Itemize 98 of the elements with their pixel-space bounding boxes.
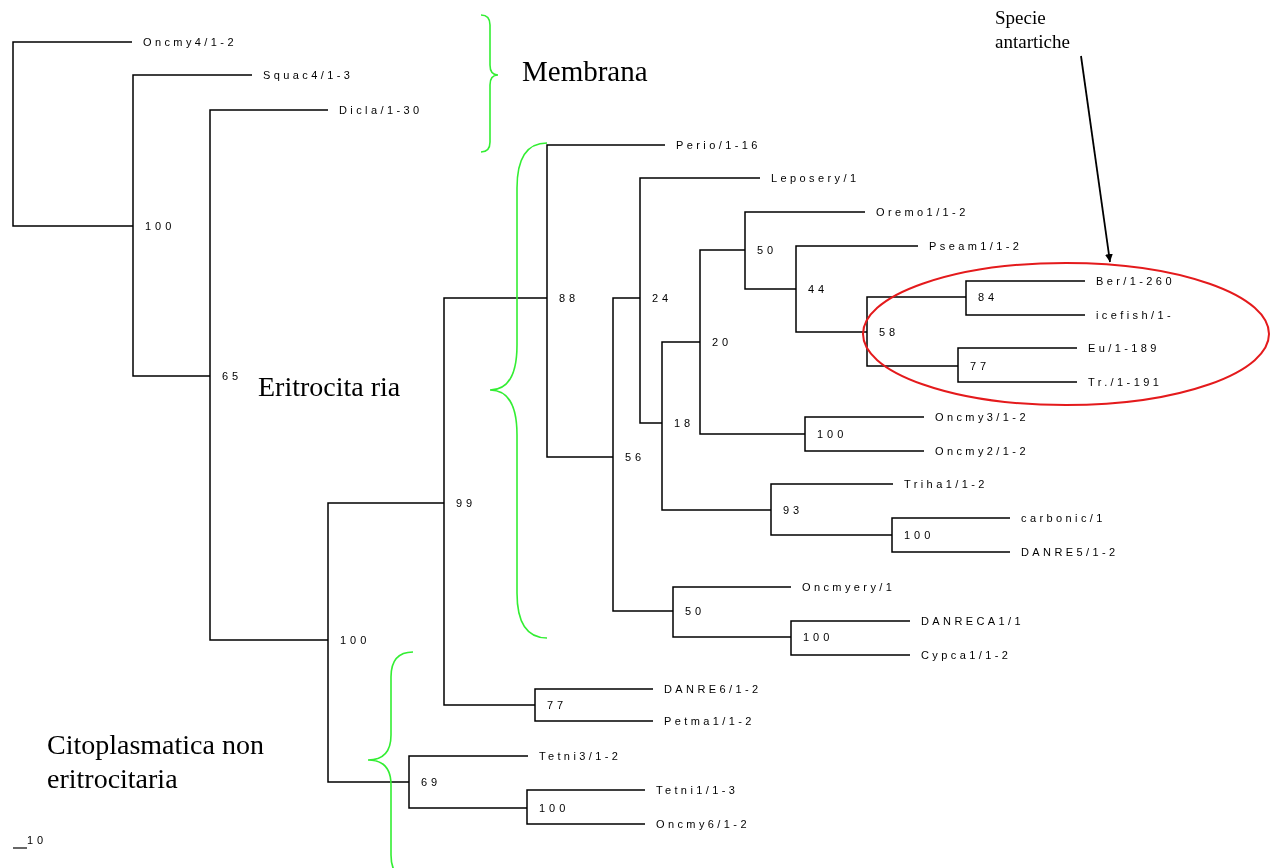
bootstrap-value: 58 bbox=[867, 324, 900, 340]
tree-branch bbox=[132, 225, 211, 377]
taxon-label: Tr./1-191 bbox=[1077, 374, 1163, 390]
taxon-label: Oncmy4/1-2 bbox=[132, 34, 237, 50]
bootstrap-value: 84 bbox=[966, 289, 999, 305]
bootstrap-value: 100 bbox=[133, 218, 176, 234]
taxon-label: DANRE6/1-2 bbox=[653, 681, 762, 697]
bootstrap-value: 69 bbox=[409, 774, 442, 790]
group-label: Citoplasmatica non eritrocitaria bbox=[47, 728, 265, 796]
tree-branch bbox=[661, 341, 701, 424]
tree-branch bbox=[639, 177, 761, 299]
taxon-label: DANRE5/1-2 bbox=[1010, 544, 1119, 560]
highlight-ellipse bbox=[862, 262, 1270, 406]
group-label: Eritrocita ria bbox=[258, 370, 401, 404]
bootstrap-value: 77 bbox=[958, 358, 991, 374]
tree-branch bbox=[661, 422, 772, 511]
bootstrap-value: 65 bbox=[210, 368, 243, 384]
tree-branch bbox=[965, 296, 1086, 316]
tree-branch bbox=[770, 483, 894, 511]
tree-branch bbox=[804, 433, 925, 452]
taxon-label: Oncmy6/1-2 bbox=[645, 816, 750, 832]
taxon-label: Eu/1-189 bbox=[1077, 340, 1160, 356]
bootstrap-value: 77 bbox=[535, 697, 568, 713]
bootstrap-value: 99 bbox=[444, 495, 477, 511]
taxon-label: DANRECA1/1 bbox=[910, 613, 1025, 629]
bootstrap-value: 24 bbox=[640, 290, 673, 306]
tree-branch bbox=[699, 341, 806, 435]
taxon-label: Squac4/1-3 bbox=[252, 67, 354, 83]
tree-branch bbox=[744, 211, 866, 251]
bootstrap-value: 56 bbox=[613, 449, 646, 465]
callout-text: Specie antartiche bbox=[995, 6, 1087, 56]
tree-branch bbox=[534, 688, 654, 706]
tree-branch bbox=[209, 109, 329, 377]
tree-branch bbox=[790, 636, 911, 656]
taxon-label: Oncmyery/1 bbox=[791, 579, 896, 595]
taxon-label: Tetni3/1-2 bbox=[528, 748, 622, 764]
arrow bbox=[1080, 55, 1113, 263]
tree-branch bbox=[795, 245, 919, 290]
bootstrap-value: 100 bbox=[527, 800, 570, 816]
taxon-label: Tetni1/1-3 bbox=[645, 782, 739, 798]
tree-branch bbox=[327, 639, 410, 783]
tree-branch bbox=[770, 509, 893, 536]
tree-branch bbox=[965, 280, 1086, 298]
tree-branch bbox=[891, 534, 1011, 553]
taxon-label: Ber/1-260 bbox=[1085, 273, 1175, 289]
bootstrap-value: 93 bbox=[771, 502, 804, 518]
tree-branch bbox=[612, 456, 674, 612]
bootstrap-value: 18 bbox=[662, 415, 695, 431]
taxon-label: Perio/1-16 bbox=[665, 137, 761, 153]
tree-branch bbox=[672, 586, 792, 612]
taxon-label: Oncmy3/1-2 bbox=[924, 409, 1029, 425]
tree-branch bbox=[526, 789, 646, 809]
taxon-label: Leposery/1 bbox=[760, 170, 860, 186]
tree-branch bbox=[790, 620, 911, 638]
tree-branch bbox=[699, 249, 746, 343]
tree-branch bbox=[866, 296, 967, 333]
tree-branch bbox=[957, 347, 1078, 367]
bootstrap-value: 20 bbox=[700, 334, 733, 350]
tree-branch bbox=[132, 74, 253, 227]
taxon-label: Cypca1/1-2 bbox=[910, 647, 1012, 663]
tree-branch bbox=[209, 375, 329, 641]
taxon-label: icefish/1- bbox=[1085, 307, 1175, 323]
tree-branch bbox=[546, 297, 614, 458]
scale-value: 10 bbox=[27, 834, 48, 846]
taxon-label: Dicla/1-30 bbox=[328, 102, 423, 118]
tree-branch bbox=[639, 297, 663, 424]
taxon-label: Oncmy2/1-2 bbox=[924, 443, 1029, 459]
tree-branch bbox=[744, 249, 797, 290]
tree-branch bbox=[12, 41, 134, 227]
tree-branch bbox=[612, 297, 641, 458]
tree-branch bbox=[672, 610, 792, 638]
bootstrap-value: 100 bbox=[892, 527, 935, 543]
tree-branch bbox=[443, 502, 536, 706]
tree-branch bbox=[443, 297, 548, 504]
tree-branch bbox=[408, 755, 529, 783]
tree-branch bbox=[534, 704, 654, 722]
taxon-label: Oremo1/1-2 bbox=[865, 204, 969, 220]
tree-branch bbox=[408, 781, 528, 809]
taxon-label: Triha1/1-2 bbox=[893, 476, 988, 492]
bootstrap-value: 50 bbox=[673, 603, 706, 619]
bootstrap-value: 88 bbox=[547, 290, 580, 306]
bootstrap-value: 100 bbox=[328, 632, 371, 648]
tree-branch bbox=[795, 288, 868, 333]
bootstrap-value: 50 bbox=[745, 242, 778, 258]
bootstrap-value: 100 bbox=[791, 629, 834, 645]
tree-branch bbox=[866, 331, 959, 367]
tree-branch bbox=[526, 807, 646, 825]
bootstrap-value: 100 bbox=[805, 426, 848, 442]
tree-branch bbox=[327, 502, 445, 641]
taxon-label: Petma1/1-2 bbox=[653, 713, 755, 729]
tree-branch bbox=[891, 517, 1011, 536]
taxon-label: carbonic/1 bbox=[1010, 510, 1106, 526]
tree-branch bbox=[546, 144, 666, 299]
taxon-label: Pseam1/1-2 bbox=[918, 238, 1023, 254]
tree-branch bbox=[804, 416, 925, 435]
group-label: Membrana bbox=[522, 54, 648, 89]
tree-branch bbox=[957, 365, 1078, 383]
bootstrap-value: 44 bbox=[796, 281, 829, 297]
